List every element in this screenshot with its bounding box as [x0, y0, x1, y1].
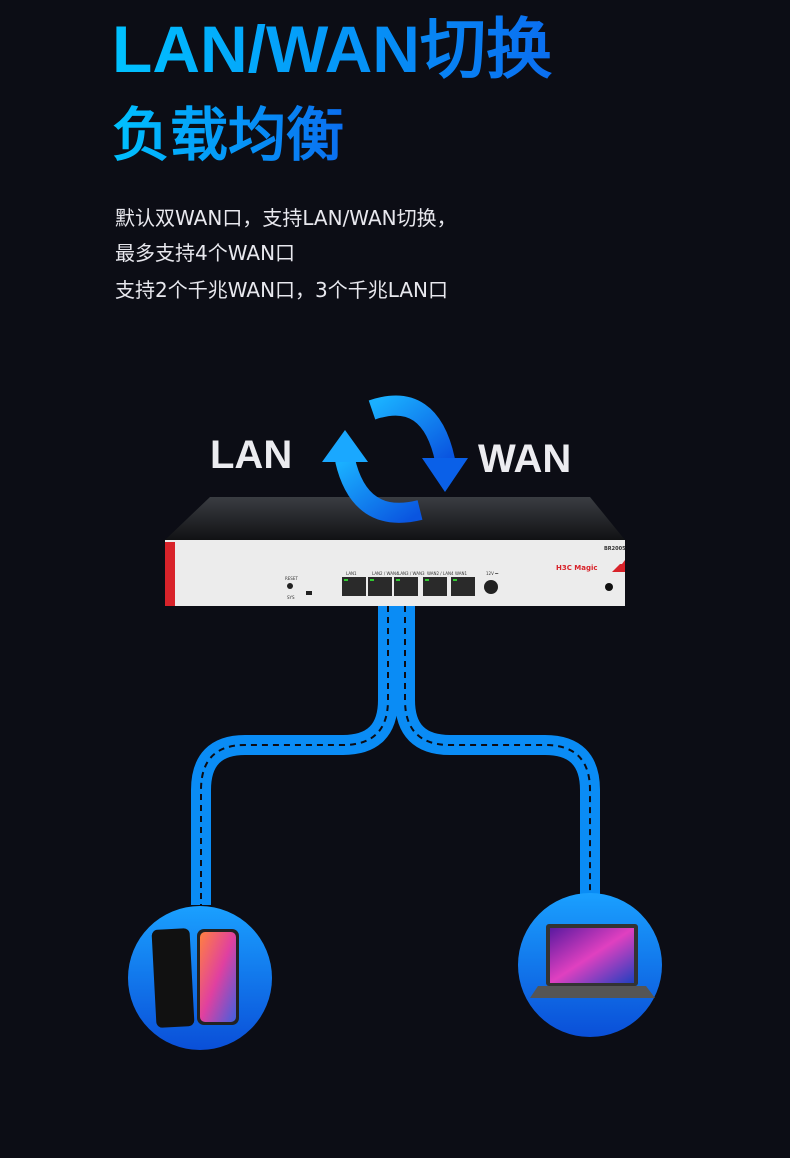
ethernet-port: [451, 577, 475, 596]
port-led: [453, 579, 457, 581]
port-label: WAN1: [455, 571, 467, 576]
model-label: BR2005: [604, 546, 626, 552]
power-label: 12V ⎓: [486, 571, 499, 576]
usb-port: [306, 591, 312, 595]
ethernet-port: [368, 577, 392, 596]
laptop-device: [518, 893, 662, 1037]
port-label: LAN3 / WAN3: [398, 571, 425, 576]
switch-arrows-icon: [322, 395, 468, 523]
description-line: 最多支持4个WAN口: [115, 241, 296, 265]
lan-label: LAN: [210, 433, 293, 477]
title-line-1: LAN/WAN切换: [112, 0, 552, 92]
port-led: [396, 579, 400, 581]
description-line: 默认双WAN口，支持LAN/WAN切换，: [115, 206, 457, 230]
phone-device: [128, 906, 272, 1050]
reset-label: RESET: [285, 576, 298, 581]
ethernet-port: [423, 577, 447, 596]
power-jack: [484, 580, 498, 594]
brand-logo: H3C Magic: [556, 564, 598, 572]
description-line: 支持2个千兆WAN口，3个千兆LAN口: [115, 278, 449, 302]
ethernet-port: [342, 577, 366, 596]
port-led: [370, 579, 374, 581]
ethernet-port: [394, 577, 418, 596]
port-led: [344, 579, 348, 581]
sys-label: SYS: [287, 595, 295, 600]
port-label: LAN2 / WAN4: [372, 571, 399, 576]
cable-left: [191, 606, 398, 905]
power-led: [605, 583, 613, 591]
port-led: [425, 579, 429, 581]
port-label: LAN1: [346, 571, 357, 576]
wan-label: WAN: [478, 437, 572, 481]
router: BR2005 H3C Magic RESET SYS LAN1 LAN2 / WA…: [165, 497, 626, 606]
cable-right: [395, 606, 600, 895]
title-line-2: 负载均衡: [112, 88, 344, 172]
reset-button[interactable]: [287, 583, 293, 589]
port-label: WAN2 / LAN4: [427, 571, 454, 576]
